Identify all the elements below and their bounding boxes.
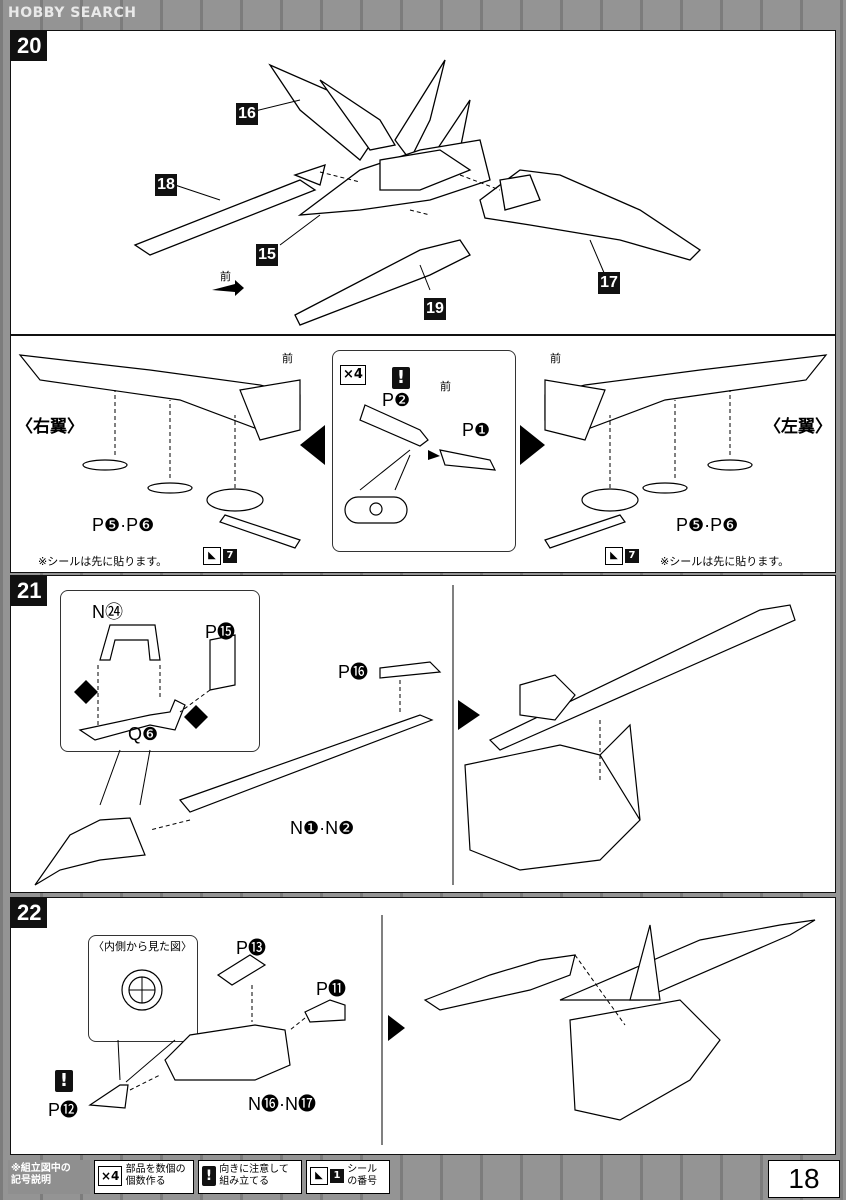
step-number: 22 bbox=[11, 898, 48, 928]
quantity-badge: ×4 bbox=[98, 1166, 123, 1186]
warning-icon: ! bbox=[55, 1070, 73, 1092]
part-label-p5-p6-left: P❺·P❻ bbox=[676, 515, 739, 535]
part-label-18: 18 bbox=[155, 174, 177, 196]
front-direction-label: 前 bbox=[440, 380, 451, 393]
part-label-p13: P⓭ bbox=[236, 938, 267, 958]
part-label-16: 16 bbox=[236, 103, 258, 125]
left-wing-title: 〈左翼〉 bbox=[764, 417, 832, 437]
step-number: 20 bbox=[11, 31, 48, 61]
step-number: 21 bbox=[11, 576, 48, 606]
front-direction-label: 前 bbox=[282, 352, 293, 365]
part-label-p5-p6-right: P❺·P❻ bbox=[92, 515, 155, 535]
legend-quantity: ×4 部品を数個の 個数作る bbox=[94, 1160, 194, 1194]
part-label-p15: P⓯ bbox=[205, 622, 236, 642]
sticker-note-left: ※シールは先に貼ります。 bbox=[660, 555, 790, 568]
part-label-n1-n2: N❶·N❷ bbox=[290, 818, 355, 838]
part-label-n24: N㉔ bbox=[92, 602, 123, 622]
warning-icon: ! bbox=[202, 1166, 216, 1186]
part-label-n16-n17: N⓰·N⓱ bbox=[248, 1094, 316, 1114]
sticker-icon: ◣ bbox=[605, 547, 623, 565]
part-label-19: 19 bbox=[424, 298, 446, 320]
part-label-p12: P⓬ bbox=[48, 1100, 79, 1120]
part-label-p2: P❷ bbox=[382, 390, 411, 410]
part-label-p1: P❶ bbox=[462, 420, 491, 440]
watermark-logo: HOBBY SEARCH bbox=[8, 5, 137, 21]
quantity-badge: ×4 bbox=[340, 365, 366, 385]
sticker-icon: ◣ bbox=[203, 547, 221, 565]
front-direction-label: 前 bbox=[550, 352, 561, 365]
page-number: 18 bbox=[768, 1160, 840, 1198]
inside-view-title: 〈内側から見た図〉 bbox=[93, 940, 192, 953]
sticker-icon: ◣1 bbox=[310, 1167, 344, 1185]
front-direction-label: 前 bbox=[220, 270, 231, 283]
part-label-p11: P⓫ bbox=[316, 979, 347, 999]
part-label-p16: P⓰ bbox=[338, 662, 369, 682]
legend-title: ※組立図中の 記号説明 bbox=[8, 1160, 90, 1194]
part-label-q6: Q❻ bbox=[128, 724, 159, 744]
sticker-ref-right: ◣7 bbox=[203, 547, 237, 565]
warning-icon: ! bbox=[392, 367, 410, 389]
part-label-15: 15 bbox=[256, 244, 278, 266]
sticker-note-right: ※シールは先に貼ります。 bbox=[38, 555, 168, 568]
part-label-17: 17 bbox=[598, 272, 620, 294]
legend-sticker: ◣1 シール の番号 bbox=[306, 1160, 390, 1194]
legend-direction: ! 向きに注意して 組み立てる bbox=[198, 1160, 302, 1194]
sticker-ref-left: ◣7 bbox=[605, 547, 639, 565]
right-wing-title: 〈右翼〉 bbox=[16, 417, 84, 437]
